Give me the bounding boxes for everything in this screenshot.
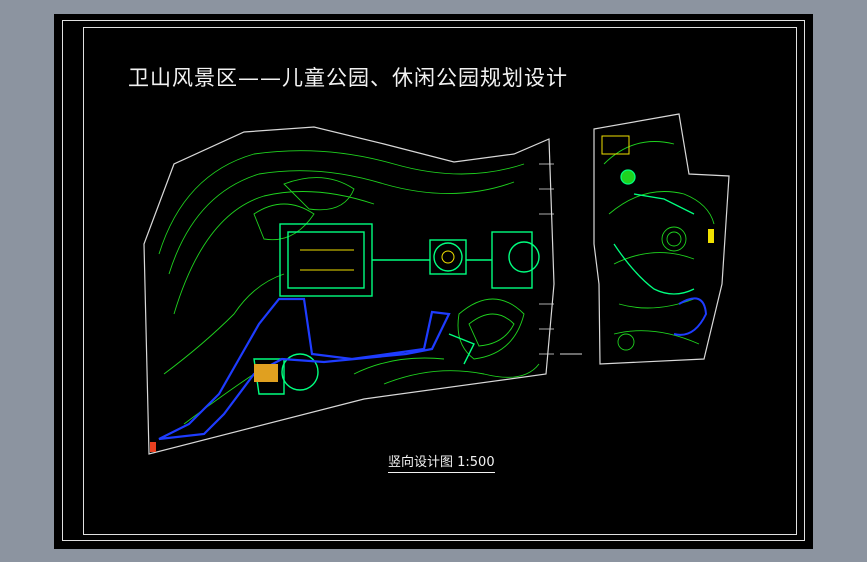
right-site-boundary: [593, 113, 730, 365]
leisure-park-plan: [593, 113, 730, 365]
drawing-border-outer: [62, 20, 805, 541]
red-marker: [150, 442, 156, 452]
childrens-park-plan: [143, 126, 555, 455]
cad-viewport[interactable]: 卫山风景区——儿童公园、休闲公园规划设计: [54, 14, 813, 549]
leisure-paving: [613, 169, 695, 295]
right-water-edge: [673, 297, 708, 336]
orange-structure: [254, 364, 278, 382]
yellow-marker: [708, 229, 714, 243]
drawing-title: 卫山风景区——儿童公园、休闲公园规划设计: [128, 66, 568, 90]
stair-hatch: [539, 163, 554, 355]
contour-lines-right: [603, 141, 715, 351]
drawing-border-inner: [83, 27, 797, 535]
water-body-edge: [158, 297, 451, 441]
plan-scale-label: 竖向设计图 1:500: [388, 451, 495, 473]
plaza-paving: [253, 223, 540, 395]
axis-accent: [300, 249, 455, 271]
site-plan-drawing: [143, 113, 730, 455]
building-outline: [601, 135, 630, 155]
contour-lines-left: [158, 150, 540, 425]
left-site-boundary: [143, 126, 555, 455]
